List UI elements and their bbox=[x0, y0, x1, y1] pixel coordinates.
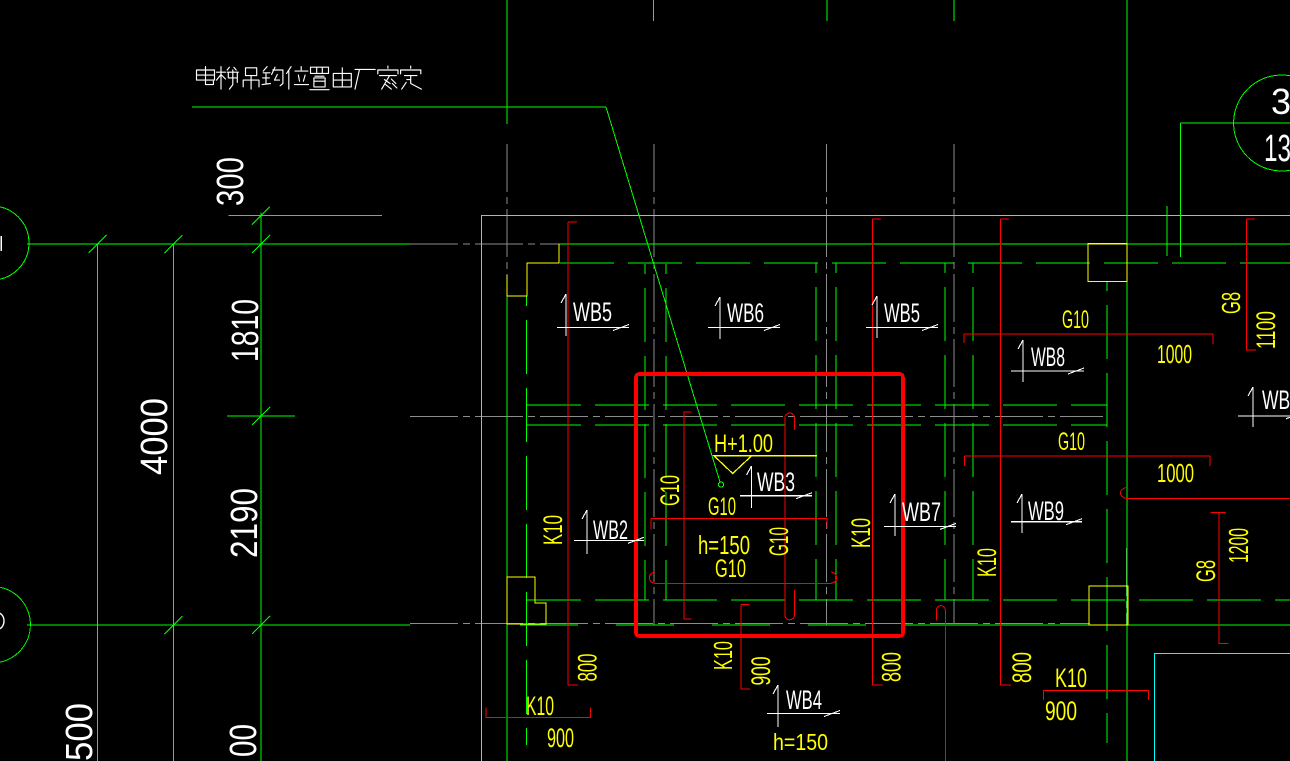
svg-text:900: 900 bbox=[1045, 696, 1077, 726]
svg-text:K10: K10 bbox=[846, 518, 876, 548]
svg-text:WB2: WB2 bbox=[593, 515, 628, 545]
svg-text:WB4: WB4 bbox=[786, 685, 822, 715]
svg-text:G8: G8 bbox=[1191, 560, 1221, 582]
svg-text:WB5: WB5 bbox=[884, 298, 920, 328]
svg-text:G10: G10 bbox=[715, 555, 746, 583]
svg-text:WB9: WB9 bbox=[1028, 496, 1064, 526]
svg-text:h=150: h=150 bbox=[773, 729, 828, 755]
svg-text:1000: 1000 bbox=[1157, 458, 1194, 488]
svg-text:900: 900 bbox=[547, 723, 574, 753]
svg-text:WB5: WB5 bbox=[573, 297, 612, 327]
svg-text:G10: G10 bbox=[655, 475, 685, 506]
svg-text:13: 13 bbox=[1264, 128, 1290, 170]
svg-text:K10: K10 bbox=[526, 691, 554, 721]
svg-text:G10: G10 bbox=[1062, 306, 1089, 334]
svg-text:K10: K10 bbox=[972, 548, 1002, 577]
svg-text:900: 900 bbox=[746, 657, 776, 686]
svg-text:K10: K10 bbox=[538, 515, 568, 545]
svg-text:H+1.00: H+1.00 bbox=[714, 430, 773, 458]
svg-text:K10: K10 bbox=[708, 641, 738, 670]
svg-text:500: 500 bbox=[59, 703, 101, 761]
svg-text:1810: 1810 bbox=[225, 299, 267, 362]
svg-text:WB1: WB1 bbox=[1262, 385, 1290, 415]
svg-text:G10: G10 bbox=[1058, 428, 1085, 456]
svg-text:WB8: WB8 bbox=[1031, 342, 1065, 372]
svg-text:h=150: h=150 bbox=[698, 530, 750, 560]
svg-text:G10: G10 bbox=[764, 527, 794, 556]
svg-text:2190: 2190 bbox=[224, 488, 266, 558]
svg-text:800: 800 bbox=[877, 652, 907, 682]
svg-text:1000: 1000 bbox=[1157, 339, 1192, 369]
svg-text:G8: G8 bbox=[1216, 292, 1246, 314]
svg-text:3: 3 bbox=[1271, 81, 1290, 122]
svg-text:WB6: WB6 bbox=[727, 298, 764, 328]
svg-text:WB7: WB7 bbox=[902, 497, 941, 527]
svg-text:800: 800 bbox=[573, 654, 603, 682]
svg-text:1200: 1200 bbox=[1223, 528, 1254, 563]
svg-text:300: 300 bbox=[210, 157, 252, 206]
svg-text:G10: G10 bbox=[708, 493, 736, 521]
svg-text:800: 800 bbox=[1007, 652, 1037, 683]
svg-text:1100: 1100 bbox=[1251, 311, 1281, 349]
svg-text:4000: 4000 bbox=[134, 398, 176, 475]
svg-text:K10: K10 bbox=[1055, 663, 1087, 693]
svg-text:00: 00 bbox=[223, 724, 265, 757]
svg-text:WB3: WB3 bbox=[757, 467, 795, 497]
